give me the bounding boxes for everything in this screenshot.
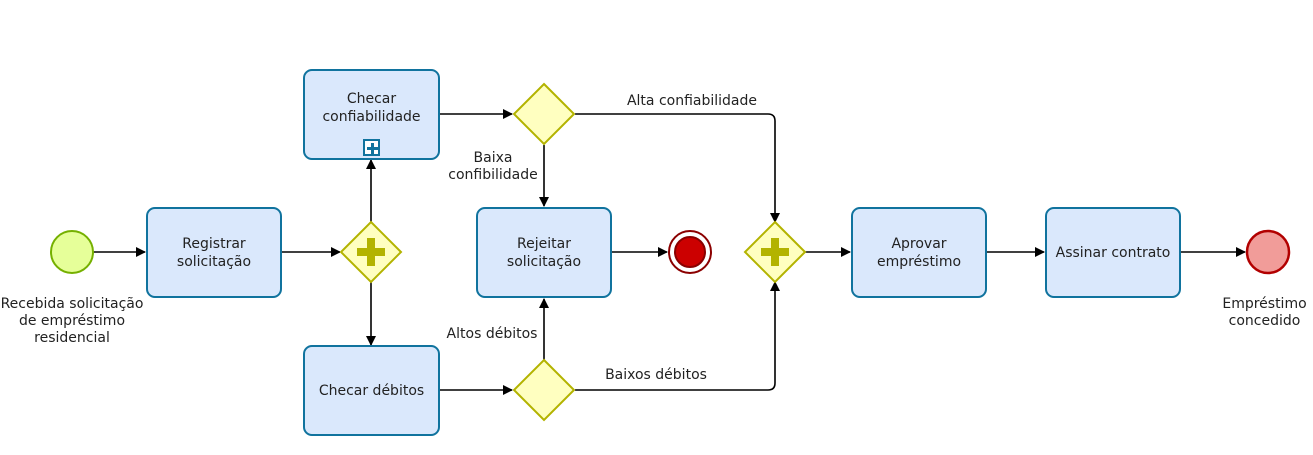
task-aprovar-emprestimo[interactable]: Aprovar empréstimo <box>851 207 987 298</box>
parallel-gateway-split <box>339 220 403 284</box>
task-checar-debitos[interactable]: Checar débitos <box>303 345 440 436</box>
end-event-concedido <box>1245 229 1291 275</box>
task-assinar-contrato[interactable]: Assinar contrato <box>1045 207 1181 298</box>
start-event <box>50 230 94 274</box>
edge-label-altos-debitos: Altos débitos <box>446 326 538 342</box>
sequence-flows <box>93 109 1246 395</box>
edge-label-alta-confiabilidade: Alta confiabilidade <box>626 93 758 109</box>
task-rejeitar-solicitacao[interactable]: Rejeitar solicitação <box>476 207 612 298</box>
start-event-label: Recebida solicitação de empréstimo resid… <box>0 296 144 346</box>
end-event-rejected <box>668 230 712 274</box>
exclusive-gateway-confiabilidade <box>512 82 576 146</box>
edge-label-baixos-debitos: Baixos débitos <box>605 367 707 383</box>
flow-xor1-to-join <box>575 113 780 223</box>
flow-xor2-to-join <box>575 281 780 391</box>
parallel-gateway-join <box>743 220 807 284</box>
task-registrar-solicitacao[interactable]: Registrar solicitação <box>146 207 282 298</box>
edge-label-baixa-confiabilidade: Baixa confibilidade <box>448 150 538 183</box>
end-event-label: Empréstimo concedido <box>1222 296 1307 329</box>
task-checar-confiabilidade-label: Checar confiabilidade <box>322 90 421 125</box>
subprocess-expand-icon[interactable] <box>363 139 380 156</box>
exclusive-gateway-debitos <box>512 358 576 422</box>
